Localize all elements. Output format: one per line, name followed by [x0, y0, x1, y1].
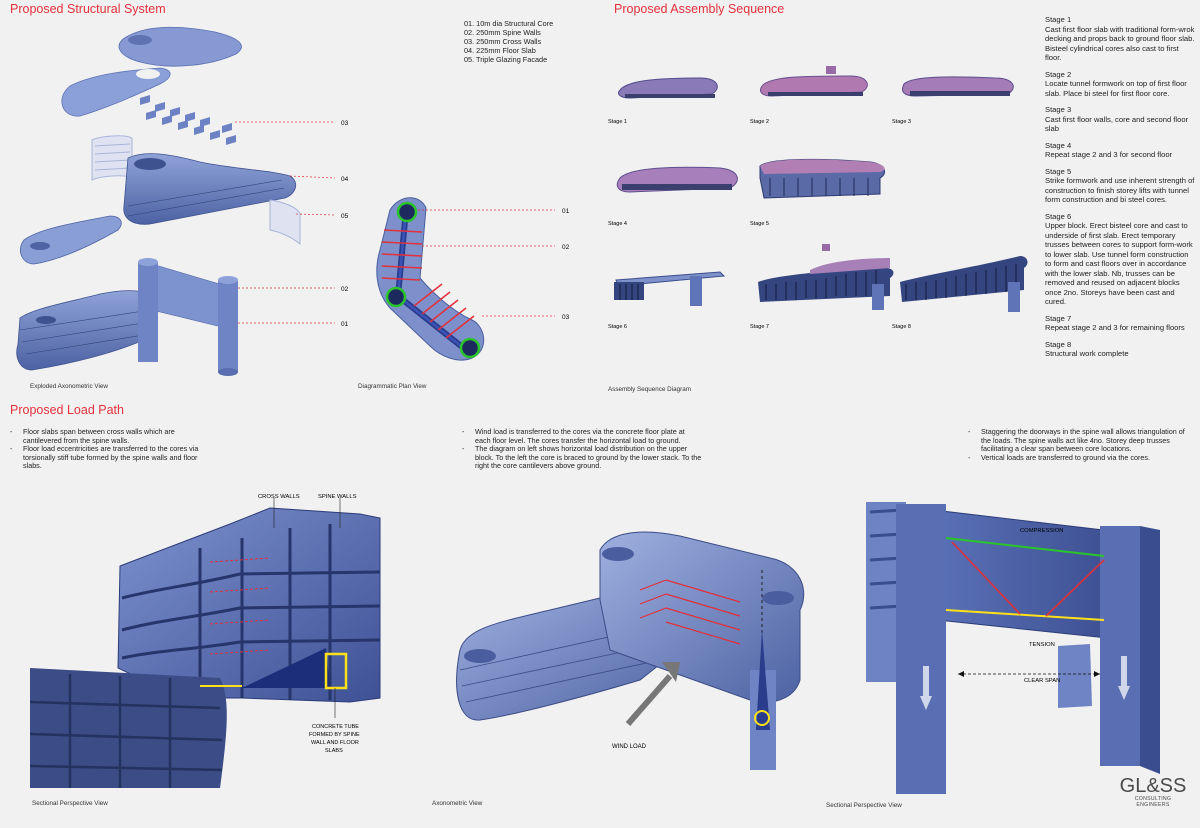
load-note: Floor load eccentricities are transferre… — [10, 444, 200, 471]
core-2 — [385, 286, 407, 308]
sectional-perspective-1: CROSS WALLS SPINE WALLS CONCRETE TUBE FO… — [30, 494, 381, 788]
load-path-notes-2: Wind load is transferred to the cores vi… — [462, 427, 702, 471]
callout-04: 04 — [341, 176, 349, 183]
stage-5-text: Strike formwork and use inherent strengt… — [1045, 176, 1195, 204]
stage-label-3: Stage 3 — [892, 119, 911, 125]
callout-05: 05 — [341, 213, 349, 220]
stage-3-title: Stage 3 — [1045, 105, 1072, 114]
assembly-sequence-diagram: Stage 1 Stage 2 Stage 3 Stage 4 Stage 5 … — [608, 66, 1028, 330]
title-load-path: Proposed Load Path — [10, 403, 124, 417]
load-path-notes-1: Floor slabs span between cross walls whi… — [10, 427, 200, 471]
stage-6-model — [614, 271, 726, 306]
structural-legend: 01. 10m dia Structural Core 02. 250mm Sp… — [464, 19, 553, 64]
upper-floor-stack — [123, 153, 297, 225]
load-note: Staggering the doorways in the spine wal… — [968, 427, 1193, 454]
floor-slab-plate — [61, 67, 171, 117]
core-1 — [396, 201, 418, 223]
company-logo: GL&SS CONSULTING ENGINEERS — [1118, 776, 1188, 808]
label-concrete-tube: CONCRETE TUBE — [312, 724, 359, 730]
caption-assembly: Assembly Sequence Diagram — [608, 386, 691, 393]
stage-descriptions: Stage 1 Cast first floor slab with tradi… — [1045, 8, 1195, 359]
stage-label-2: Stage 2 — [750, 119, 769, 125]
legend-item: 05. Triple Glazing Facade — [464, 55, 548, 64]
stage-2-text: Locate tunnel formwork on top of first f… — [1045, 79, 1187, 98]
load-note: Floor slabs span between cross walls whi… — [10, 427, 200, 445]
stage-3-text: Cast first floor walls, core and second … — [1045, 114, 1189, 134]
exploded-axonometric-diagram: 03 04 05 02 01 — [16, 26, 349, 376]
stage-label-5: Stage 5 — [750, 221, 769, 227]
caption-sectional-1: Sectional Perspective View — [32, 800, 108, 807]
stage-8-title: Stage 8 — [1045, 339, 1072, 349]
roof-slab — [118, 26, 242, 67]
stage-4-title: Stage 4 — [1045, 140, 1072, 150]
stage-6-title: Stage 6 — [1045, 211, 1072, 221]
stage-label-1: Stage 1 — [608, 119, 627, 125]
callout-leaders — [235, 121, 336, 324]
stage-7-model — [758, 244, 894, 310]
spine-wall-and-cores — [138, 258, 238, 376]
stage-2-model — [759, 66, 868, 97]
label-cross-walls: CROSS WALLS — [258, 494, 300, 500]
logo-subtitle: CONSULTING ENGINEERS — [1134, 796, 1172, 808]
stage-1-model — [617, 77, 718, 99]
load-note: Vertical loads are transferred to ground… — [968, 453, 1193, 463]
legend-item: 02. 250mm Spine Walls — [464, 28, 541, 37]
stage-8-model — [900, 256, 1028, 312]
load-note: The diagram on left shows horizontal loa… — [462, 444, 702, 471]
stage-2-title: Stage 2 — [1045, 69, 1072, 79]
legend-item: 04. 225mm Floor Slab — [464, 46, 536, 55]
callout-01: 01 — [341, 321, 349, 328]
stage-1-text: Cast first floor slab with traditional f… — [1045, 24, 1195, 63]
glazing-facade-right — [269, 199, 301, 246]
logo-mark: GL&SS — [1119, 775, 1187, 797]
title-assembly-sequence: Proposed Assembly Sequence — [614, 2, 785, 16]
sectional-perspective-2: COMPRESSION TENSION CLEAR SPAN — [866, 502, 1160, 794]
callout-02: 02 — [341, 286, 349, 293]
legend-item: 03. 250mm Cross Walls — [464, 37, 542, 46]
caption-axonometric: Axonometric View — [432, 800, 483, 807]
label-tension: TENSION — [1029, 642, 1055, 648]
plan-callout-02: 02 — [562, 244, 570, 251]
load-path-notes-3: Staggering the doorways in the spine wal… — [968, 427, 1193, 463]
label-wind-load: WIND LOAD — [612, 744, 647, 750]
label-concrete-tube: FORMED BY SPINE — [309, 732, 360, 738]
stage-5-model — [759, 158, 886, 199]
stage-5-title: Stage 5 — [1045, 166, 1072, 176]
title-structural-system: Proposed Structural System — [10, 2, 166, 16]
label-concrete-tube: SLABS — [325, 748, 343, 754]
axonometric-wind-load: WIND LOAD — [456, 531, 805, 770]
diagrammatic-plan-view: 01 02 03 — [376, 197, 570, 361]
plan-callout-03: 03 — [562, 314, 570, 321]
label-spine-walls: SPINE WALLS — [318, 494, 357, 500]
glazing-facade-left — [91, 135, 133, 181]
stage-label-7: Stage 7 — [750, 324, 769, 330]
concrete-tube-highlight — [324, 652, 348, 690]
stage-4-text: Repeat stage 2 and 3 for second floor — [1045, 150, 1173, 159]
stage-7-title: Stage 7 — [1045, 313, 1072, 323]
legend-item: 01. 10m dia Structural Core — [464, 19, 554, 28]
core-3 — [459, 337, 481, 359]
label-compression: COMPRESSION — [1020, 528, 1063, 534]
label-clear-span: CLEAR SPAN — [1024, 678, 1060, 684]
cross-wall-panels — [140, 95, 236, 145]
load-note: Wind load is transferred to the cores vi… — [462, 427, 702, 445]
stage-label-4: Stage 4 — [608, 221, 627, 227]
middle-floor-plate — [20, 215, 122, 265]
stage-1-title: Stage 1 — [1045, 15, 1072, 24]
stage-6-text: Upper block. Erect bisteel core and cast… — [1045, 221, 1193, 306]
caption-plan: Diagrammatic Plan View — [358, 383, 427, 390]
caption-sectional-2: Sectional Perspective View — [826, 802, 902, 809]
lower-floor-stack — [16, 290, 153, 371]
stage-4-model — [616, 166, 738, 193]
callout-03: 03 — [341, 120, 349, 127]
label-concrete-tube: WALL AND FLOOR — [311, 740, 359, 746]
plan-callout-01: 01 — [562, 208, 570, 215]
stage-label-8: Stage 8 — [892, 324, 911, 330]
stage-3-model — [902, 76, 1014, 97]
stage-8-text: Structural work complete — [1045, 349, 1129, 358]
caption-exploded: Exploded Axonometric View — [30, 383, 108, 390]
stage-7-text: Repeat stage 2 and 3 for remaining floor… — [1045, 323, 1185, 332]
stage-label-6: Stage 6 — [608, 324, 627, 330]
